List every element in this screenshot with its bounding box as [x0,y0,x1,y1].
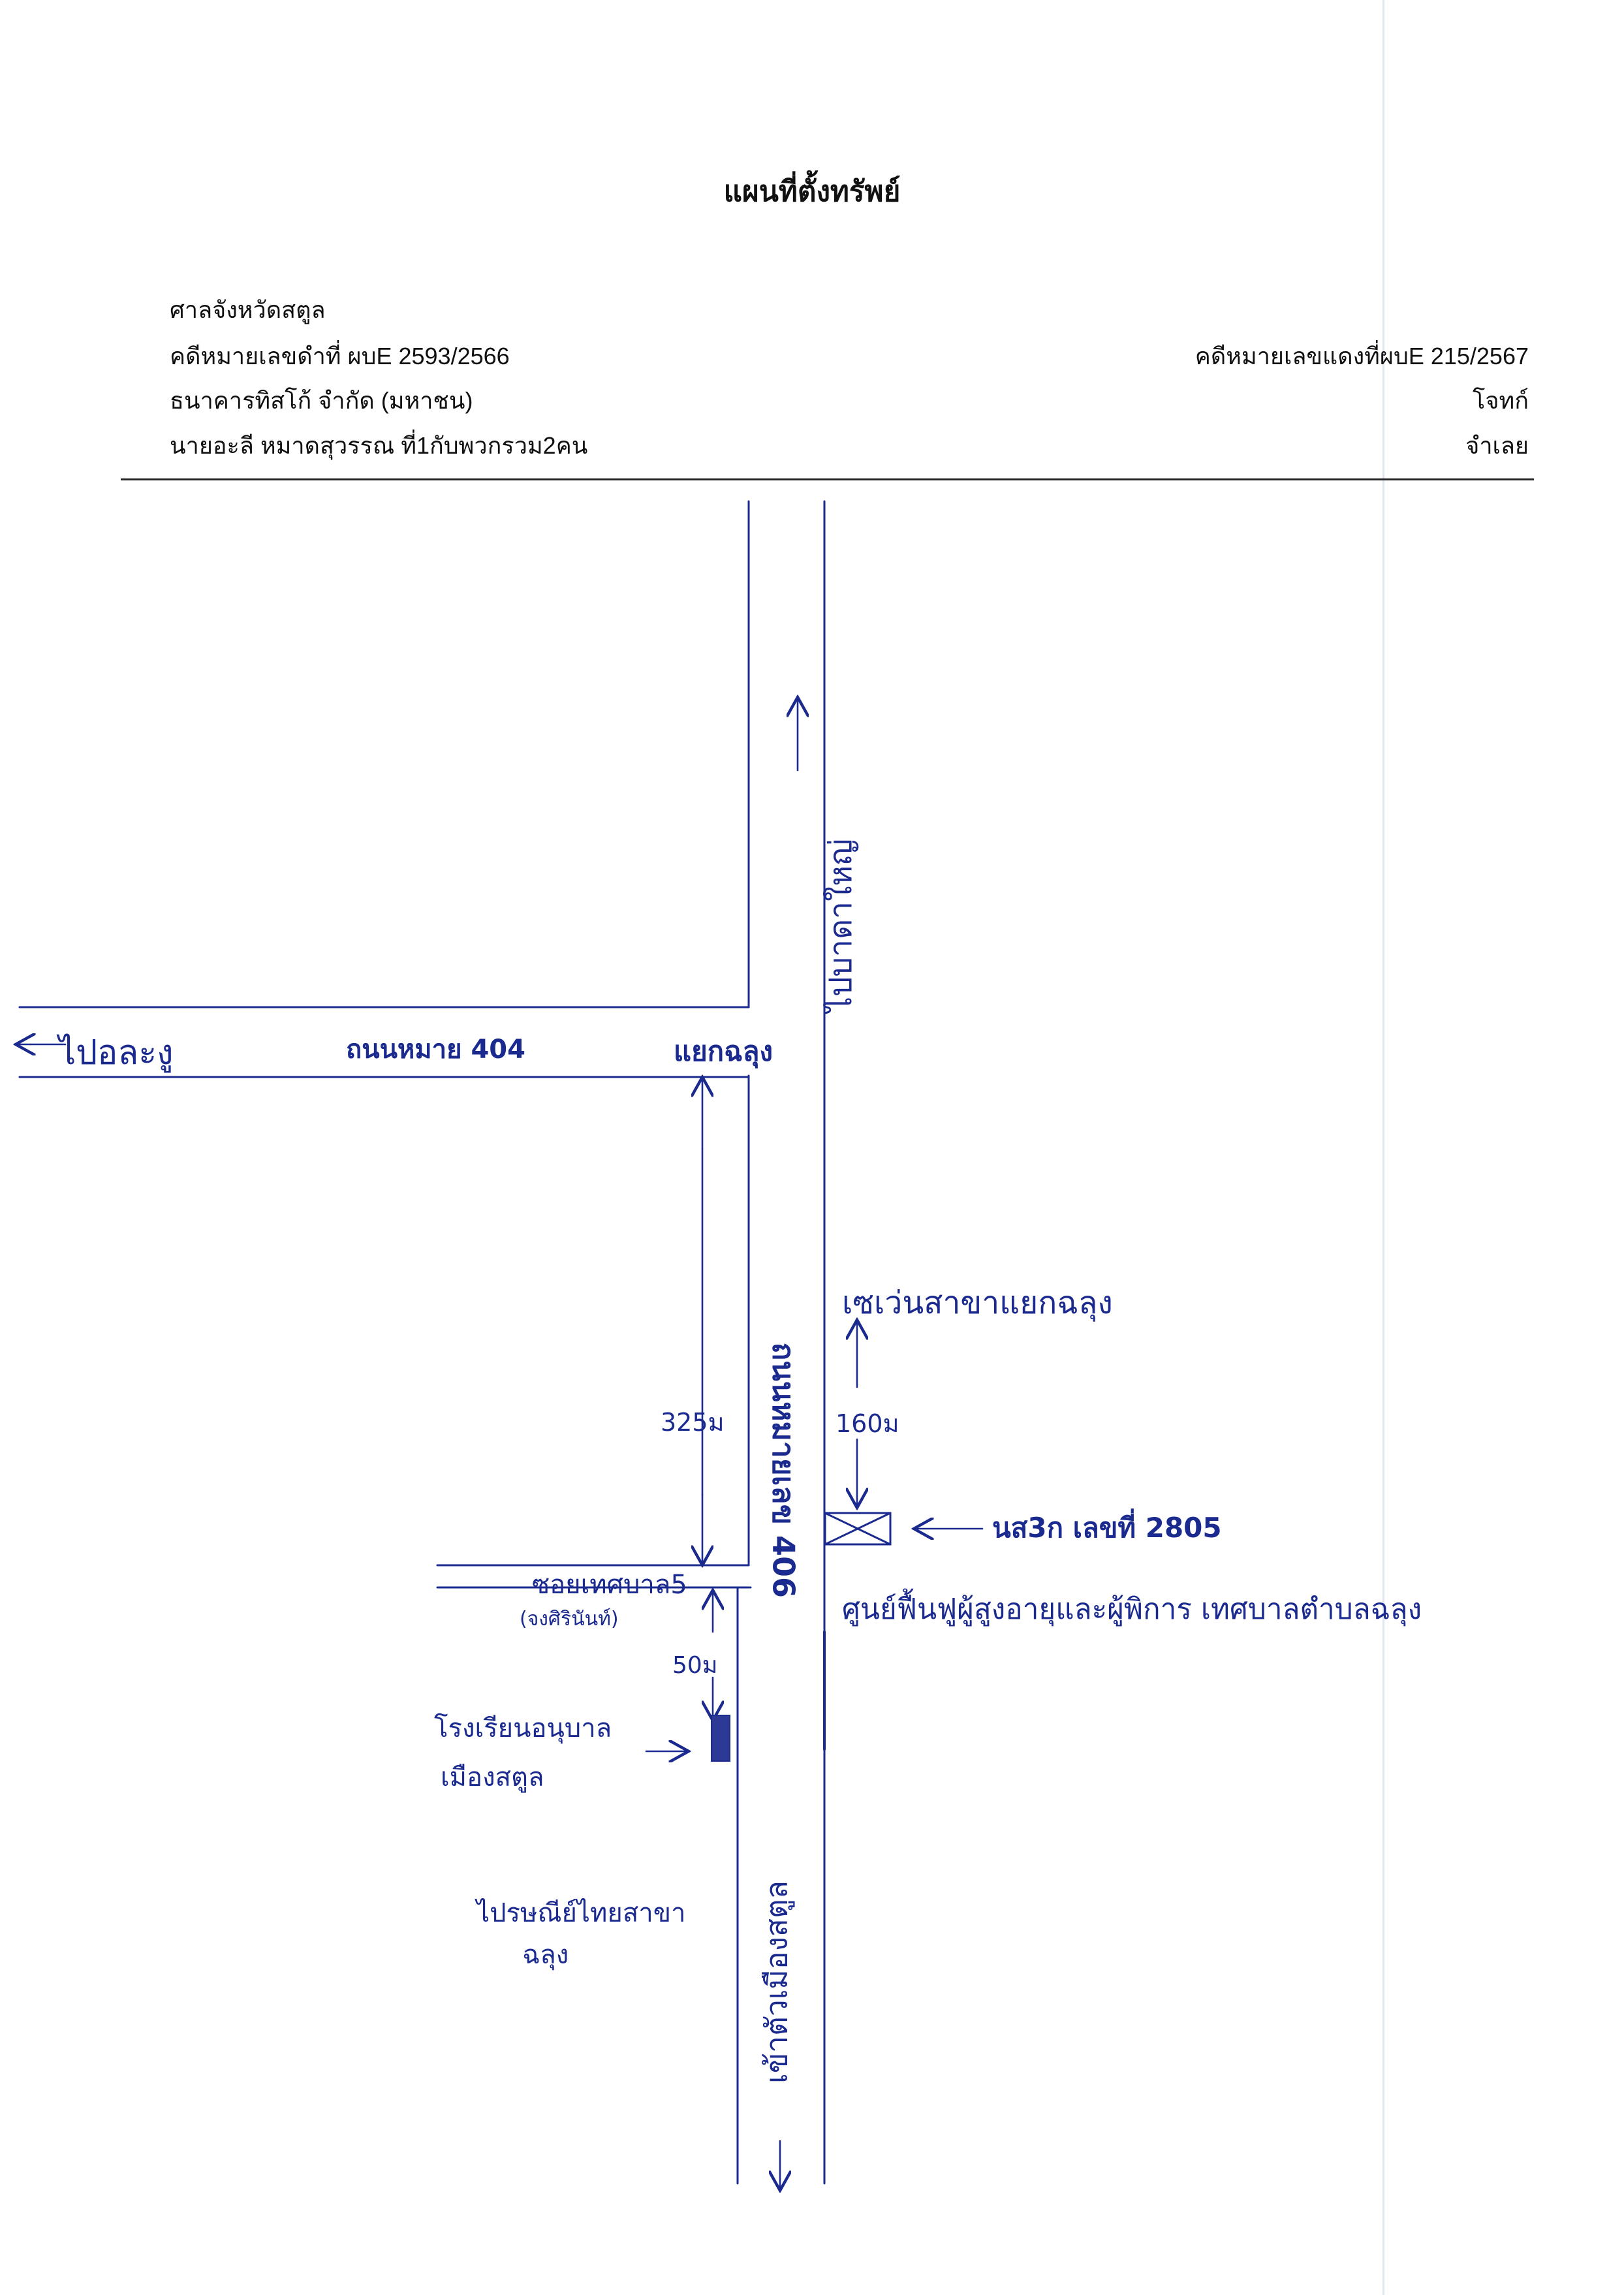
label-road-406: ถนนหมายเลข 406 [766,1342,802,1599]
defendant-name: นายอะลี หมาดสุวรรณ ที่1กับพวกรวม2คน [170,432,588,459]
label-school-line-1: โรงเรียนอนุบาล [434,1713,612,1743]
court-name: ศาลจังหวัดสตูล [170,296,326,323]
header-divider [121,478,1534,480]
label-post-office-line-2: ฉลุง [522,1940,569,1970]
property-parcel-box [824,1512,892,1546]
label-to-bandat-yai: ไปบาดาใหญ่ [822,838,860,1013]
red-case-number: คดีหมายเลขแดงที่ผบE 215/2567 [1195,343,1529,369]
label-post-office-line-1: ไปรษณีย์ไทยสาขา [476,1898,686,1928]
label-to-satun-city: เข้าตัวเมืองสตูล [758,1881,794,2084]
label-road-404: ถนนหมาย 404 [346,1035,525,1065]
page-title: แผนที่ตั้งทรัพย์ [723,175,901,208]
label-soi-subname: (จงศิรินันท์) [520,1608,619,1631]
label-to-ala-ngu: ไปอละงู [59,1033,174,1072]
label-yaek-chalung: แยกฉลุง [674,1035,773,1067]
label-school-line-2: เมืองสตูล [441,1762,544,1792]
label-property-deed: นส3ก เลขที่ 2805 [992,1512,1222,1544]
label-seven-eleven: เซเว่นสาขาแยกฉลุง [842,1285,1113,1321]
label-elderly-center: ศูนย์ฟื้นฟูผู้สูงอายุและผู้พิการ เทศบาลต… [842,1593,1422,1626]
plaintiff-role: โจทก์ [1473,387,1529,414]
scan-edge-line [1382,0,1384,2295]
plaintiff-name: ธนาคารทิสโก้ จำกัด (มหาชน) [170,387,473,414]
label-soi-thetsaban-5: ซอยเทศบาล5 [532,1570,687,1600]
black-case-number: คดีหมายเลขดำที่ ผบE 2593/2566 [170,343,510,369]
label-distance-50: 50ม [672,1652,718,1679]
school-marker [711,1715,730,1762]
label-distance-325: 325ม [661,1408,725,1437]
defendant-role: จำเลย [1465,432,1529,459]
label-distance-160: 160ม [835,1409,899,1438]
